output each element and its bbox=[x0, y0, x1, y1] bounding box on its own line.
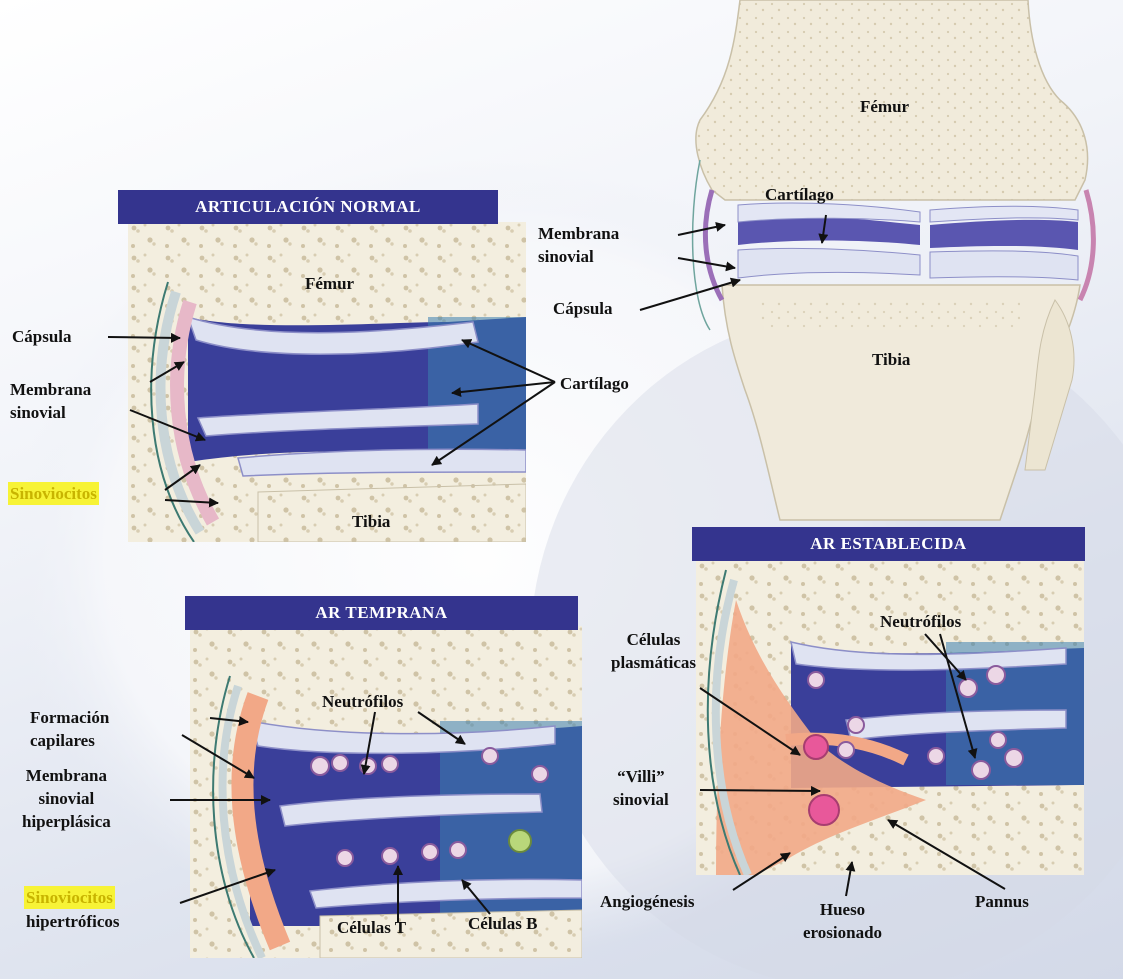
normal-cartilage-label: Cartílago bbox=[560, 372, 629, 395]
early-panel-title: AR TEMPRANA bbox=[185, 596, 578, 630]
overview-membrane-label: Membrana sinovial bbox=[538, 222, 619, 268]
overview-capsule-label: Cápsula bbox=[553, 297, 613, 320]
normal-capsule-label: Cápsula bbox=[12, 325, 72, 348]
established-panel-title: AR ESTABLECIDA bbox=[692, 527, 1085, 561]
early-membrane-label: Membrana sinovial hiperplásica bbox=[22, 764, 111, 833]
established-ra-illustration bbox=[696, 560, 1084, 875]
normal-femur-label: Fémur bbox=[305, 272, 354, 295]
established-neutrophils-label: Neutrófilos bbox=[880, 610, 961, 633]
established-angiogenesis-label: Angiogénesis bbox=[600, 890, 694, 913]
normal-tibia-label: Tibia bbox=[352, 510, 390, 533]
normal-membrane-label: Membrana sinovial bbox=[10, 378, 91, 424]
established-ra-panel bbox=[696, 560, 1084, 875]
early-neutrophils-label: Neutrófilos bbox=[322, 690, 403, 713]
early-synoviocytes-label: Sinoviocitos bbox=[24, 886, 115, 909]
established-plasma-label: Células plasmáticas bbox=[611, 628, 696, 674]
normal-panel-title: ARTICULACIÓN NORMAL bbox=[118, 190, 498, 224]
overview-tibia-label: Tibia bbox=[872, 348, 910, 371]
normal-synoviocytes-label: Sinoviocitos bbox=[8, 482, 99, 505]
early-capillary-label: Formación capilares bbox=[30, 706, 109, 752]
early-t-cells-label: Células T bbox=[337, 916, 406, 939]
early-b-cells-label: Células B bbox=[468, 912, 537, 935]
overview-cartilage-label: Cartílago bbox=[765, 183, 834, 206]
early-ra-panel bbox=[190, 626, 582, 958]
established-pannus-label: Pannus bbox=[975, 890, 1029, 913]
established-bone-label: Hueso erosionado bbox=[803, 898, 882, 944]
early-ra-illustration bbox=[190, 626, 582, 958]
normal-joint-panel bbox=[128, 222, 526, 542]
overview-femur-label: Fémur bbox=[860, 95, 909, 118]
established-villi-label: “Villi” sinovial bbox=[613, 765, 669, 811]
early-hypertrophic-label: hipertróficos bbox=[26, 910, 119, 933]
normal-joint-illustration bbox=[128, 222, 526, 542]
